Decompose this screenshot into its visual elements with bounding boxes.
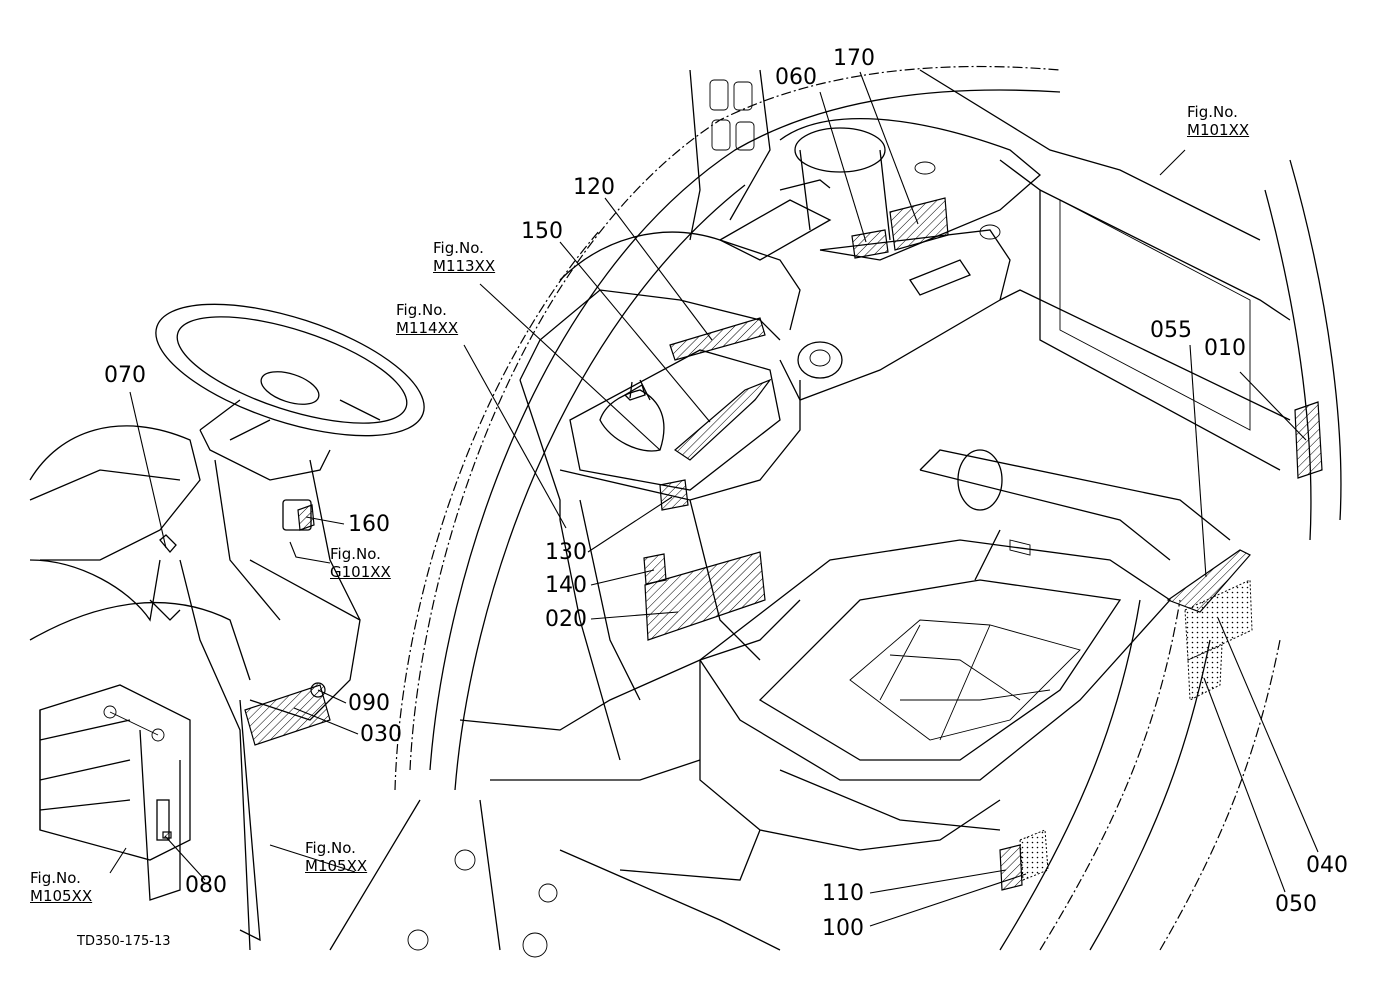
figure-ref-code: M105XX <box>305 857 368 875</box>
part-label-100: 100 <box>822 916 864 941</box>
inset-detail <box>39 684 191 901</box>
part-label-030: 030 <box>360 722 402 747</box>
left-fender <box>29 425 261 951</box>
figure-ref-m113xx: Fig.No. M113XX <box>433 239 495 275</box>
figure-ref-code: M113XX <box>433 257 496 275</box>
seat-base <box>329 449 1231 958</box>
part-label-010: 010 <box>1204 336 1246 361</box>
upper-console <box>559 69 1042 401</box>
part-label-040: 040 <box>1306 853 1348 878</box>
figure-ref-label: Fig.No. <box>305 839 356 857</box>
decal-regions <box>159 197 1323 891</box>
figure-ref-code: G101XX <box>330 563 391 581</box>
part-label-170: 170 <box>833 46 875 71</box>
figure-ref-code: M101XX <box>1187 121 1250 139</box>
part-label-050: 050 <box>1275 892 1317 917</box>
leader-lines <box>109 71 1319 927</box>
figure-ref-code: M105XX <box>30 887 93 905</box>
figure-ref-m105xx-left: Fig.No. M105XX <box>30 869 92 905</box>
part-label-130: 130 <box>545 540 587 565</box>
part-label-140: 140 <box>545 573 587 598</box>
figure-ref-label: Fig.No. <box>330 545 381 563</box>
part-label-160: 160 <box>348 512 390 537</box>
part-label-070: 070 <box>104 363 146 388</box>
figure-ref-label: Fig.No. <box>396 301 447 319</box>
part-label-120: 120 <box>573 175 615 200</box>
part-label-080: 080 <box>185 873 227 898</box>
side-console <box>459 289 801 781</box>
figure-ref-m114xx: Fig.No. M114XX <box>396 301 458 337</box>
part-label-150: 150 <box>521 219 563 244</box>
rear-panel <box>919 69 1291 471</box>
figure-ref-label: Fig.No. <box>433 239 484 257</box>
part-label-090: 090 <box>348 691 390 716</box>
figure-ref-m105xx-right: Fig.No. M105XX <box>305 839 367 875</box>
figure-ref-m101xx: Fig.No. M101XX <box>1187 103 1249 139</box>
part-label-020: 020 <box>545 607 587 632</box>
figure-ref-label: Fig.No. <box>30 869 81 887</box>
part-label-060: 060 <box>775 65 817 90</box>
part-label-110: 110 <box>822 881 864 906</box>
fender-outline <box>394 65 1342 951</box>
figure-ref-label: Fig.No. <box>1187 103 1238 121</box>
part-label-055: 055 <box>1150 318 1192 343</box>
figure-ref-g101xx: Fig.No. G101XX <box>330 545 391 581</box>
figure-ref-code: M114XX <box>396 319 459 337</box>
drawing-code: TD350-175-13 <box>77 934 171 949</box>
